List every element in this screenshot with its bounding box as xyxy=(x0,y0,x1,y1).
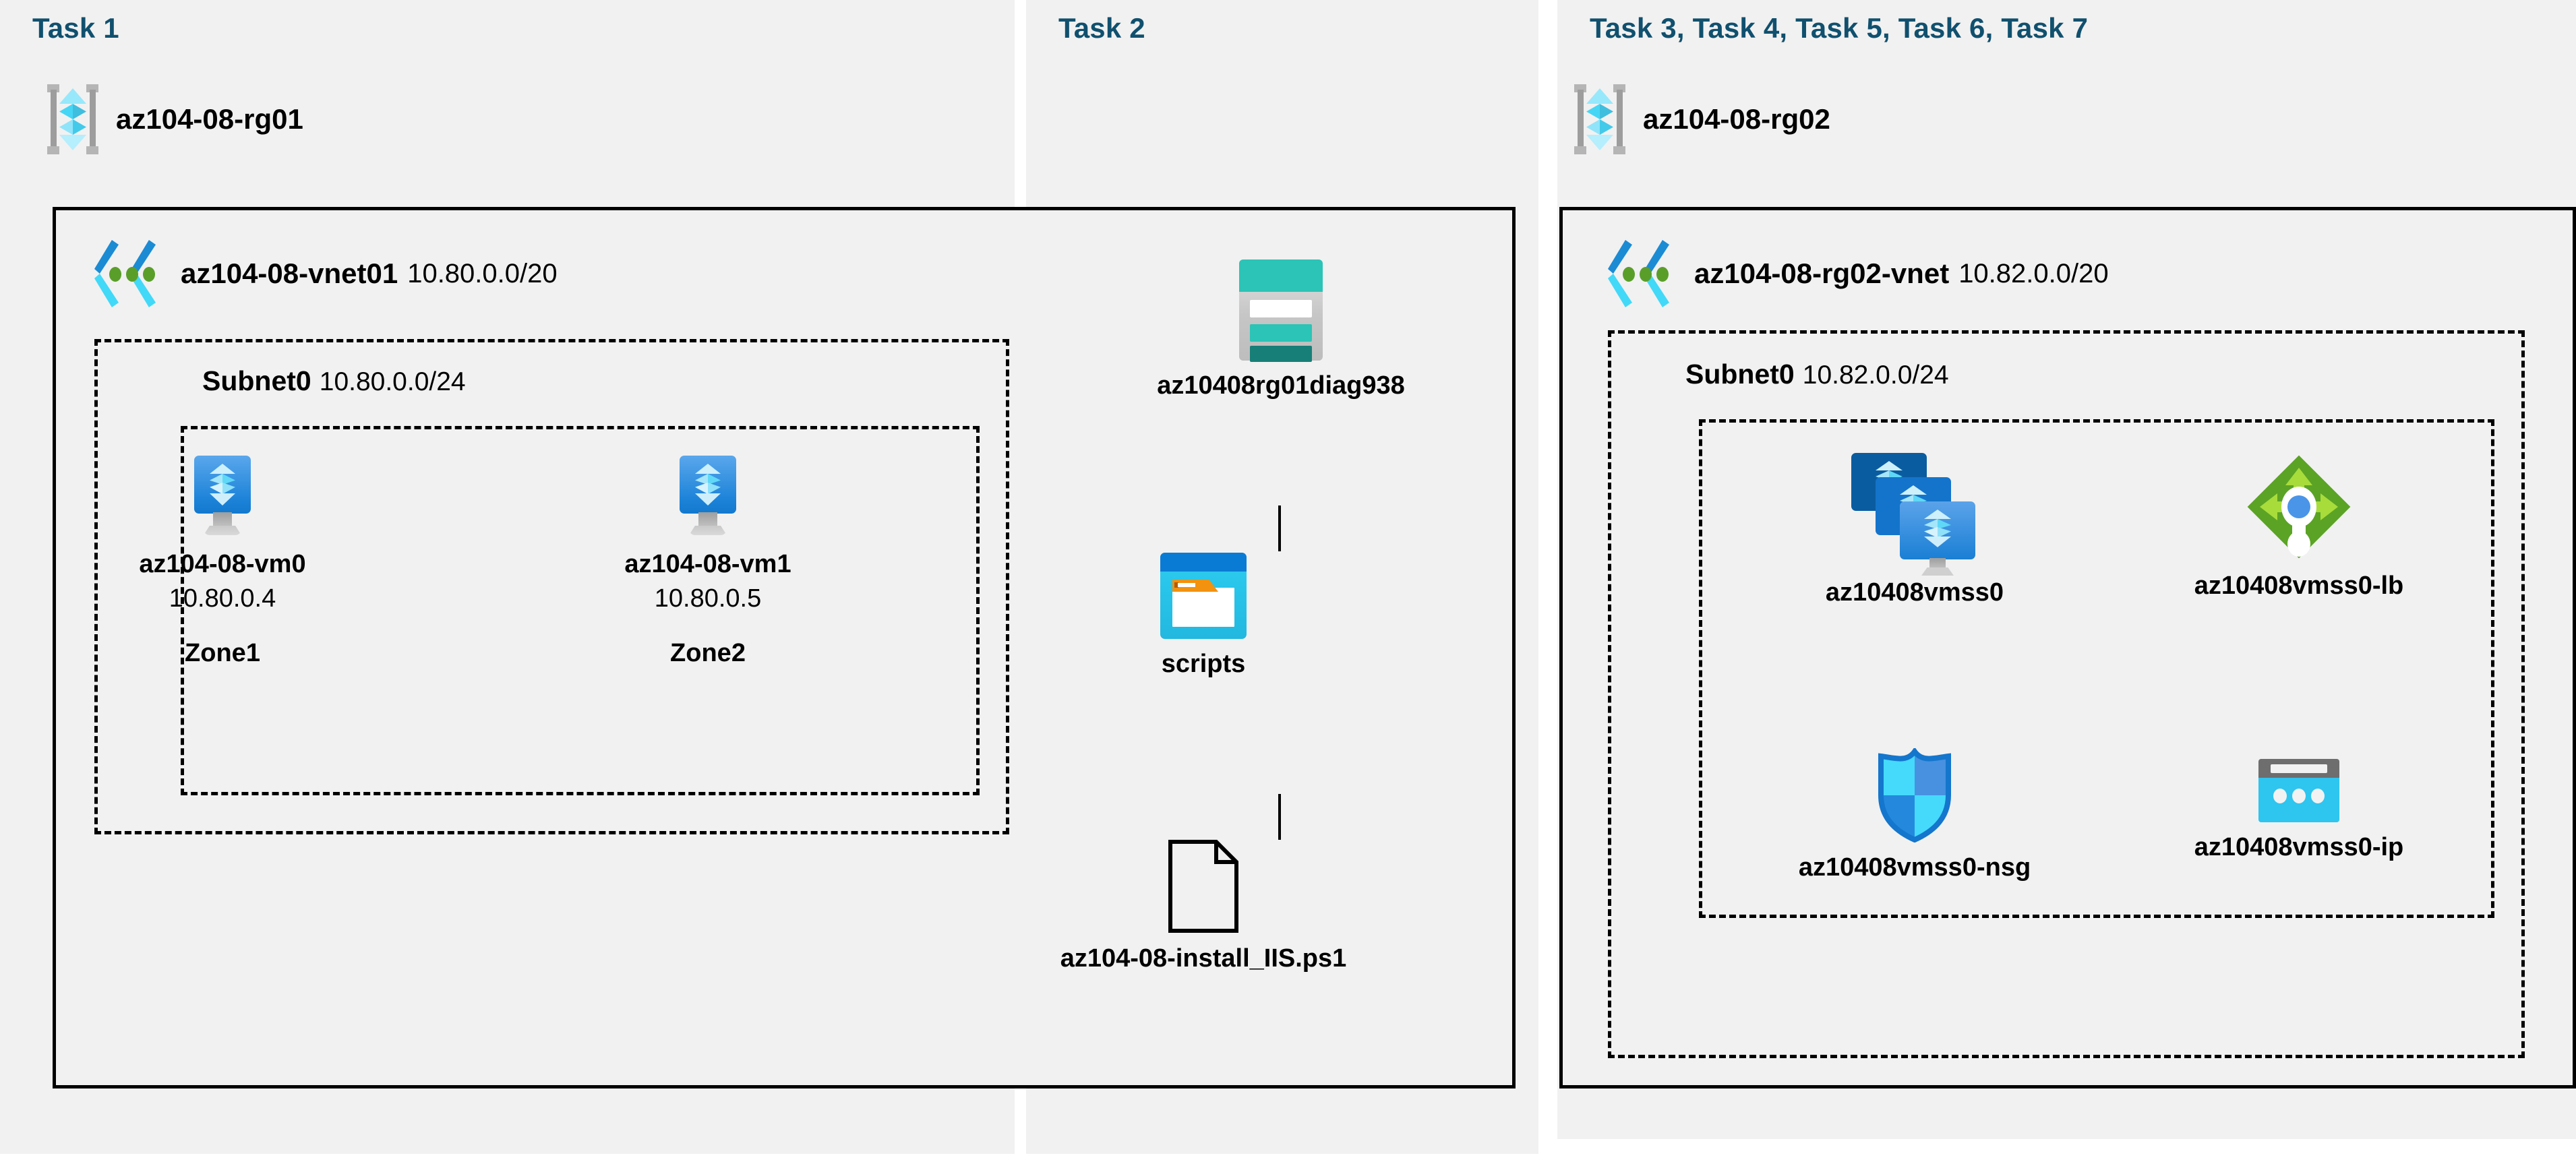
vm-node-az104-08-vm0[interactable]: az104-08-vm0 10.80.0.4 Zone1 xyxy=(108,456,337,668)
script-file-name: az104-08-install_IIS.ps1 xyxy=(1060,944,1347,973)
blob-container-name: scripts xyxy=(1161,650,1246,678)
subnet-boundary-subnet0-vnet01 xyxy=(94,339,1009,834)
network-security-group-name: az10408vmss0-nsg xyxy=(1798,853,2031,882)
network-security-group-node[interactable]: az10408vmss0-nsg xyxy=(1780,747,2049,882)
vnet-cidr: 10.82.0.0/20 xyxy=(1958,258,2109,288)
vnet-name: az104-08-rg02-vnet xyxy=(1694,257,1950,289)
vm-availability-zone: Zone2 xyxy=(670,639,746,667)
vnet-header-rg02-vnet: az104-08-rg02-vnet 10.82.0.0/20 xyxy=(1608,240,2109,307)
file-icon xyxy=(1168,839,1239,933)
task-label-1: Task 1 xyxy=(32,12,119,44)
vm-scale-set-node[interactable]: az10408vmss0 xyxy=(1780,453,2049,607)
resource-group-rg02: az104-08-rg02 xyxy=(1574,84,1830,154)
storage-account-icon xyxy=(1239,259,1323,362)
vm-node-az104-08-vm1[interactable]: az104-08-vm1 10.80.0.5 Zone2 xyxy=(593,456,822,668)
virtual-machine-icon xyxy=(673,456,743,539)
storage-account-name: az10408rg01diag938 xyxy=(1157,371,1405,400)
connector-line xyxy=(1278,505,1281,551)
vm-availability-zone: Zone1 xyxy=(185,639,260,667)
public-ip-address-name: az10408vmss0-ip xyxy=(2194,833,2404,861)
vm-scale-set-icon xyxy=(1851,453,1978,576)
virtual-network-icon xyxy=(1608,240,1678,307)
scale-set-group-boundary xyxy=(1699,419,2494,918)
virtual-network-icon xyxy=(94,240,164,307)
public-ip-address-node[interactable]: az10408vmss0-ip xyxy=(2164,759,2434,862)
load-balancer-node[interactable]: az10408vmss0-lb xyxy=(2164,453,2434,601)
subnet-name: Subnet0 xyxy=(1685,359,1795,390)
vnet-cidr: 10.80.0.0/20 xyxy=(407,258,558,288)
availability-zone-group-boundary xyxy=(181,426,980,795)
subnet-cidr: 10.80.0.0/24 xyxy=(319,367,466,396)
subnet-header-subnet0-vnet01: Subnet0 10.80.0.0/24 xyxy=(202,365,466,397)
task-label-3-to-7: Task 3, Task 4, Task 5, Task 6, Task 7 xyxy=(1590,12,2089,44)
virtual-machine-icon xyxy=(187,456,258,539)
vm-ip-address: 10.80.0.4 xyxy=(169,584,276,613)
vm-ip-address: 10.80.0.5 xyxy=(654,584,762,613)
vm-name: az104-08-vm0 xyxy=(139,550,306,578)
resource-group-name: az104-08-rg02 xyxy=(1643,103,1830,135)
load-balancer-name: az10408vmss0-lb xyxy=(2194,572,2404,600)
resource-group-name: az104-08-rg01 xyxy=(116,103,303,135)
subnet-boundary-subnet0-rg02-vnet xyxy=(1608,330,2525,1058)
subnet-name: Subnet0 xyxy=(202,365,311,396)
vnet-name: az104-08-vnet01 xyxy=(181,257,398,289)
vnet-boundary-rg02-vnet xyxy=(1559,207,2576,1088)
network-security-group-icon xyxy=(1874,747,1955,843)
resource-group-rg01: az104-08-rg01 xyxy=(47,84,303,154)
vm-name: az104-08-vm1 xyxy=(624,550,791,578)
task-label-2: Task 2 xyxy=(1058,12,1145,44)
connector-line xyxy=(1278,794,1281,840)
vnet-header-vnet01: az104-08-vnet01 10.80.0.0/20 xyxy=(94,240,558,307)
vm-scale-set-name: az10408vmss0 xyxy=(1825,578,2004,607)
storage-account-node[interactable]: az10408rg01diag938 xyxy=(1092,259,1470,400)
blob-container-node[interactable]: scripts xyxy=(1092,553,1315,679)
subnet-cidr: 10.82.0.0/24 xyxy=(1802,361,1949,390)
load-balancer-icon xyxy=(2245,453,2353,561)
public-ip-address-icon xyxy=(2258,759,2339,822)
resource-group-icon xyxy=(1574,84,1625,154)
script-file-node[interactable]: az104-08-install_IIS.ps1 xyxy=(1011,839,1396,973)
blob-container-icon xyxy=(1160,553,1247,639)
resource-group-icon xyxy=(47,84,98,154)
